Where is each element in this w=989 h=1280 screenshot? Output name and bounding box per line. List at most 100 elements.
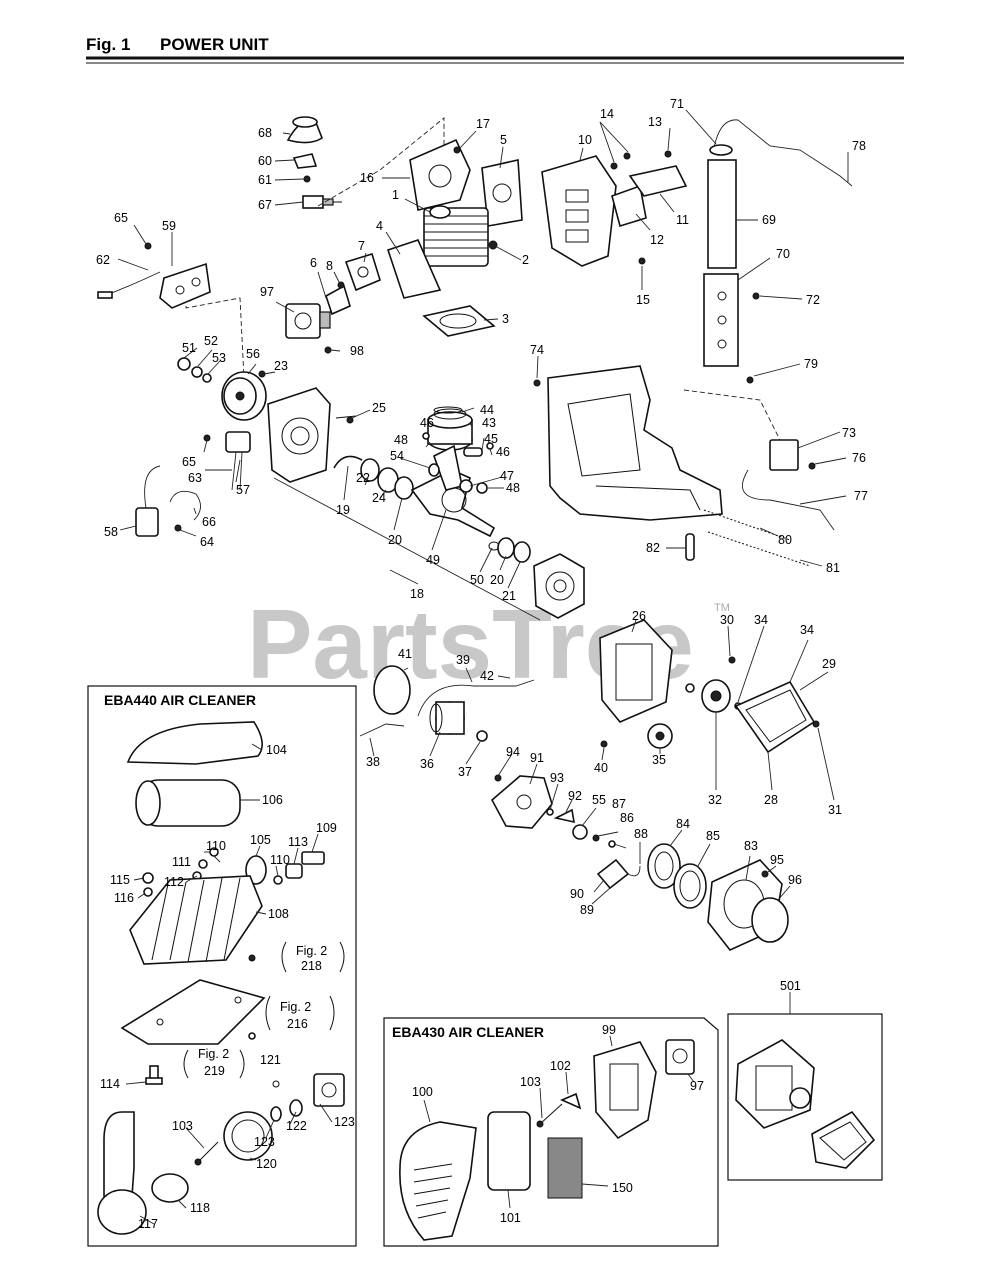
callout: 51 xyxy=(182,341,196,355)
callout: 88 xyxy=(634,827,648,841)
decal-96 xyxy=(751,897,789,943)
element-101 xyxy=(487,1111,531,1191)
clip-19 xyxy=(333,455,363,469)
insulator-7 xyxy=(344,253,381,292)
callout: 57 xyxy=(236,483,250,497)
box-501 xyxy=(727,1013,883,1181)
gasket-6 xyxy=(325,284,351,316)
spring-85 xyxy=(673,863,707,909)
spark-plug-67 xyxy=(302,195,324,209)
terminal-60 xyxy=(292,153,318,169)
filter-41 xyxy=(373,665,411,715)
callout: 20 xyxy=(490,573,504,587)
page-title: POWER UNIT xyxy=(160,35,269,54)
callout: 103 xyxy=(520,1075,541,1089)
cover-104 xyxy=(126,721,263,765)
callout: 16 xyxy=(360,171,374,185)
callout: 79 xyxy=(804,357,818,371)
callout: 83 xyxy=(744,839,758,853)
callout: 53 xyxy=(212,351,226,365)
callout: 94 xyxy=(506,745,520,759)
callout: 98 xyxy=(350,344,364,358)
callout: 84 xyxy=(676,817,690,831)
leader-lines xyxy=(117,109,849,1225)
figref-216-num: 216 xyxy=(287,1017,308,1031)
housing-99 xyxy=(593,1041,657,1140)
callout: 46 xyxy=(420,416,434,430)
callout: 52 xyxy=(204,334,218,348)
figure-number: Fig. 1 xyxy=(86,35,130,54)
callout: 86 xyxy=(620,811,634,825)
gasket-216 xyxy=(120,979,266,1045)
callout: 64 xyxy=(200,535,214,549)
callout: 30 xyxy=(720,613,734,627)
callout: 48 xyxy=(506,481,520,495)
starter-group xyxy=(359,619,820,951)
eba430-box: EBA430 AIR CLEANER xyxy=(383,1017,719,1247)
callout: 19 xyxy=(336,503,350,517)
callout: 59 xyxy=(162,219,176,233)
callout-labels: 1 2 3 4 5 6 7 8 10 11 12 13 14 15 16 17 … xyxy=(96,97,868,1231)
callout: 1 xyxy=(392,188,399,202)
callout: 92 xyxy=(568,789,582,803)
callout: 6 xyxy=(310,256,317,270)
callout: 123 xyxy=(334,1115,355,1129)
callout: 34 xyxy=(754,613,768,627)
watermark-tm: TM xyxy=(714,602,730,614)
callout: 114 xyxy=(100,1077,120,1091)
flywheel-56 xyxy=(221,371,267,421)
eba430-title: EBA430 AIR CLEANER xyxy=(392,1024,544,1040)
callout: 89 xyxy=(580,903,594,917)
callout: 2 xyxy=(522,253,529,267)
callout: 78 xyxy=(852,139,866,153)
ignition-coil-57 xyxy=(225,431,251,453)
callout: 23 xyxy=(274,359,288,373)
callout: 93 xyxy=(550,771,564,785)
motor-36 xyxy=(429,701,465,735)
callout: 113 xyxy=(288,835,308,849)
callout: 99 xyxy=(602,1023,616,1037)
cover-28 xyxy=(734,680,816,754)
callout: 40 xyxy=(594,761,608,775)
callout: 14 xyxy=(600,107,614,121)
callout: 116 xyxy=(114,891,134,905)
callout: 58 xyxy=(104,525,118,539)
carburetor-97 xyxy=(285,303,321,339)
callout: 46 xyxy=(496,445,510,459)
callout: 31 xyxy=(828,803,842,817)
callout: 81 xyxy=(826,561,840,575)
callout: 103 xyxy=(172,1119,193,1133)
duct-117 xyxy=(103,1111,135,1197)
callout: 42 xyxy=(480,669,494,683)
callout: 72 xyxy=(806,293,820,307)
callout: 13 xyxy=(648,115,662,129)
clutch-91 xyxy=(490,775,553,829)
bearing-22 xyxy=(360,458,380,482)
cylinder-1 xyxy=(423,205,489,267)
rings-44 xyxy=(433,406,463,414)
gasket-3 xyxy=(422,305,496,337)
gasket-5 xyxy=(481,159,523,227)
base-108 xyxy=(129,875,263,965)
callout: 109 xyxy=(316,821,337,835)
shield-16 xyxy=(409,138,471,211)
figref-218-num: 218 xyxy=(301,959,322,973)
element-106 xyxy=(135,779,241,827)
callout: 65 xyxy=(114,211,128,225)
callout: 54 xyxy=(390,449,404,463)
callout: 71 xyxy=(670,97,684,111)
callout: 115 xyxy=(110,873,130,887)
nut-61 xyxy=(303,175,311,183)
callout: 5 xyxy=(500,133,507,147)
callout: 10 xyxy=(578,133,592,147)
callout: 77 xyxy=(854,489,868,503)
flywheel-group xyxy=(97,242,267,537)
figref-216-fig: Fig. 2 xyxy=(280,1000,311,1014)
callout: 91 xyxy=(530,751,544,765)
muffler-guard-10 xyxy=(541,155,617,267)
callout: 32 xyxy=(708,793,722,807)
callout: 74 xyxy=(530,343,544,357)
bracket-70 xyxy=(703,273,739,367)
callout: 68 xyxy=(258,126,272,140)
callout: 24 xyxy=(372,491,386,505)
